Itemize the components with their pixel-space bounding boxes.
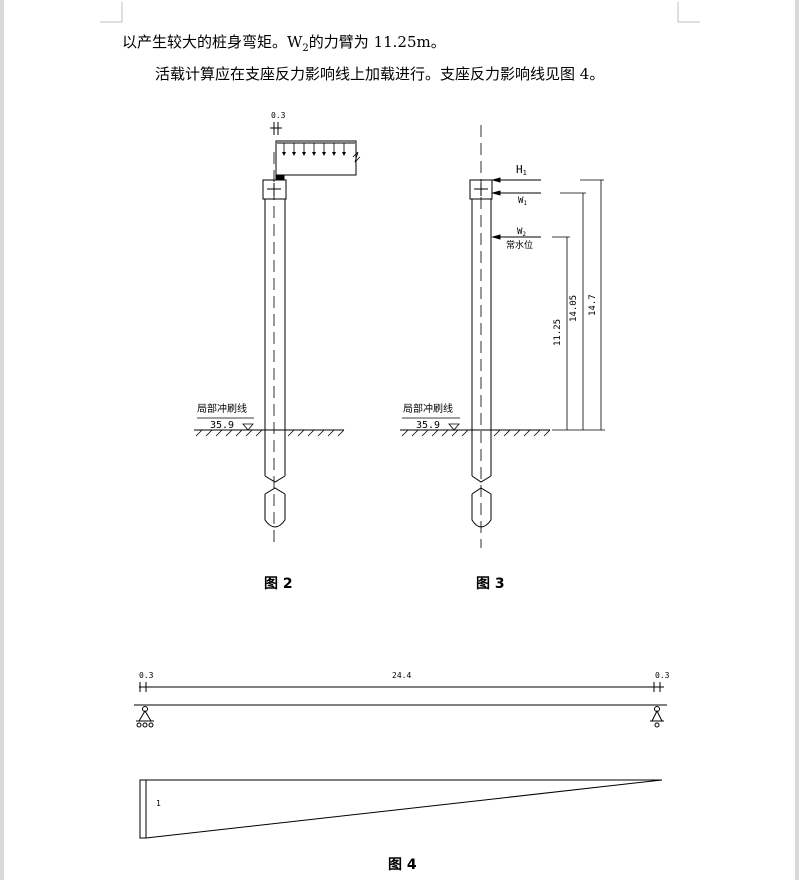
fig4-dim-right: 0.3 xyxy=(655,671,670,680)
fig4-dim-left: 0.3 xyxy=(139,671,154,680)
fig3-w1-label: W1 xyxy=(518,196,527,207)
fig3-dim-147: 14.7 xyxy=(588,294,598,316)
figure-2 xyxy=(194,122,361,548)
figure-3 xyxy=(400,125,605,548)
figure-2-caption: 图 2 xyxy=(264,576,293,592)
fig4-dim-span: 24.4 xyxy=(392,671,411,680)
figure-4-caption: 图 4 xyxy=(388,857,417,873)
line1-sub: 2 xyxy=(302,43,309,54)
figure-3-caption: 图 3 xyxy=(476,576,505,592)
fig2-scour-label: 局部冲刷线 xyxy=(197,402,247,415)
fig3-dim-1405: 14.05 xyxy=(569,295,579,322)
fig3-dim-1125: 11.25 xyxy=(553,319,563,346)
fig2-top-dim: 0.3 xyxy=(271,111,286,120)
line1-prefix: 以产生较大的桩身弯矩。W xyxy=(122,33,303,51)
fig3-w2-label: W2 xyxy=(517,227,526,238)
fig3-scour-elev: 35.9 xyxy=(416,420,440,431)
fig3-scour-label: 局部冲刷线 xyxy=(403,402,453,415)
line1-suffix: 的力臂为 11.25m。 xyxy=(308,33,446,51)
paragraph-line-2: 活载计算应在支座反力影响线上加载进行。支座反力影响线见图 4。 xyxy=(155,65,605,83)
figure-4 xyxy=(134,682,667,839)
fig3-h1-label: H1 xyxy=(516,163,527,177)
corner-marks xyxy=(100,2,700,23)
page-edge-right xyxy=(795,0,799,880)
fig2-scour-elev: 35.9 xyxy=(210,420,234,431)
paragraph-line-1: 以产生较大的桩身弯矩。W2的力臂为 11.25m。 xyxy=(122,32,446,59)
page-edge-left xyxy=(0,0,4,880)
fig4-ordinate: 1 xyxy=(156,799,161,808)
fig3-water-label: 常水位 xyxy=(506,239,533,251)
